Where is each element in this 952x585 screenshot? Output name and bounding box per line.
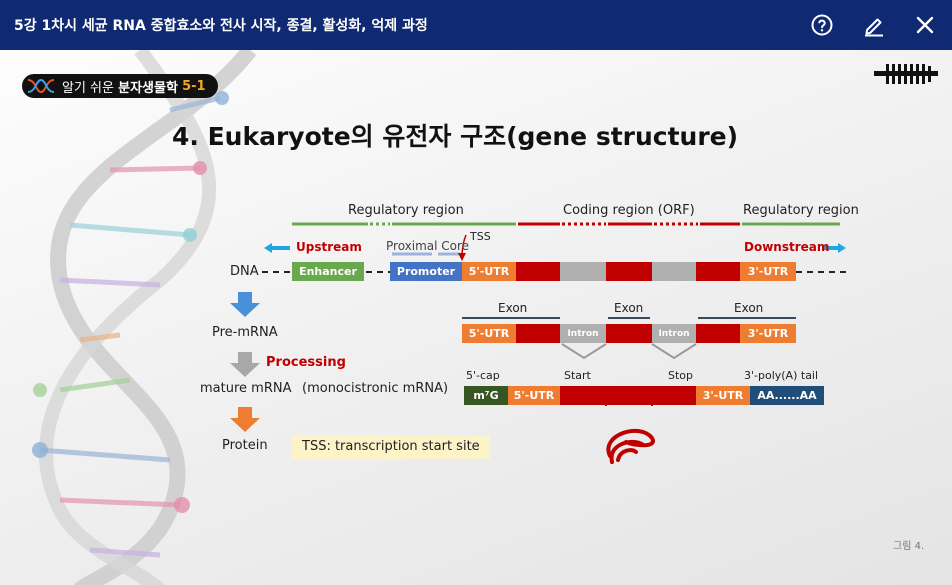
question-circle-icon [811, 14, 833, 36]
publisher-mark-icon [874, 64, 938, 84]
m7g-cap-box: m⁷G [464, 386, 508, 405]
course-logo: 알기 쉬운 분자생물학 5-1 [22, 74, 218, 98]
edit-button[interactable] [860, 11, 888, 39]
pencil-icon [865, 18, 883, 37]
processing-label: Processing [266, 355, 346, 370]
mature-5utr-box: 5'-UTR [508, 386, 560, 405]
promoter-box: Promoter [390, 262, 462, 281]
dna-exon-1 [516, 262, 560, 281]
dna-exon-2 [606, 262, 652, 281]
close-icon [916, 16, 934, 34]
tss-marker-label: TSS [470, 230, 491, 243]
polya-label: 3'-poly(A) tail [744, 369, 819, 382]
pre-intron-1: Intron [560, 324, 606, 343]
logo-bold: 분자생물학 [118, 80, 178, 96]
protein-label: Protein [222, 438, 268, 453]
dna-exon-3 [696, 262, 740, 281]
dna-3utr-box: 3'-UTR [740, 262, 796, 281]
dna-5utr-box: 5'-UTR [462, 262, 516, 281]
upstream-label: Upstream [296, 240, 362, 254]
mature-3utr-box: 3'-UTR [696, 386, 750, 405]
dna-intron-1 [560, 262, 606, 281]
exon-label-1: Exon [498, 301, 528, 315]
regulatory-region-right-label: Regulatory region [743, 203, 859, 218]
tss-note: TSS: transcription start site [292, 435, 490, 459]
title-bar: 5강 1차시 세균 RNA 중합효소와 전사 시작, 종결, 활성화, 억제 과… [0, 0, 952, 50]
slide-heading: 4. Eukaryote의 유전자 구조(gene structure) [172, 122, 739, 151]
exon-label-2: Exon [614, 301, 644, 315]
mature-orf-box [560, 386, 696, 405]
logo-prefix: 알기 쉬운 [62, 80, 114, 96]
pre-mrna-label: Pre-mRNA [212, 325, 278, 340]
coding-region-label: Coding region (ORF) [563, 203, 695, 218]
slide-area: 알기 쉬운 분자생물학 5-1 4. Eukaryote의 유전자 구조(gen… [0, 50, 952, 585]
pre-3utr-box: 3'-UTR [740, 324, 796, 343]
start-label: Start [564, 369, 591, 382]
help-button[interactable] [808, 11, 836, 39]
downstream-label: Downstream [744, 240, 830, 254]
pre-exon-2 [606, 324, 652, 343]
close-button[interactable] [911, 11, 939, 39]
dna-helix-illustration [32, 50, 257, 585]
enhancer-box: Enhancer [292, 262, 364, 281]
cap-label: 5'-cap [466, 369, 500, 382]
region-lines [230, 222, 846, 464]
regulatory-region-left-label: Regulatory region [348, 203, 464, 218]
stop-label: Stop [668, 369, 694, 382]
exon-label-3: Exon [734, 301, 764, 315]
figure-caption: 그림 4. [893, 541, 925, 552]
dna-intron-2 [652, 262, 696, 281]
monocistronic-label: (monocistronic mRNA) [302, 381, 449, 396]
logo-number: 5-1 [182, 78, 206, 94]
mature-mrna-label: mature mRNA [200, 381, 292, 396]
window-title: 5강 1차시 세균 RNA 중합효소와 전사 시작, 종결, 활성화, 억제 과… [14, 18, 428, 34]
pre-intron-2: Intron [652, 324, 696, 343]
dna-logo-icon [27, 78, 55, 94]
proximal-core-label: Proximal Core [386, 239, 470, 253]
pre-exon-1 [516, 324, 560, 343]
pre-5utr-box: 5'-UTR [462, 324, 516, 343]
polya-tail-box: AA......AA [750, 386, 824, 405]
pre-exon-3 [696, 324, 740, 343]
dna-label: DNA [230, 264, 259, 279]
